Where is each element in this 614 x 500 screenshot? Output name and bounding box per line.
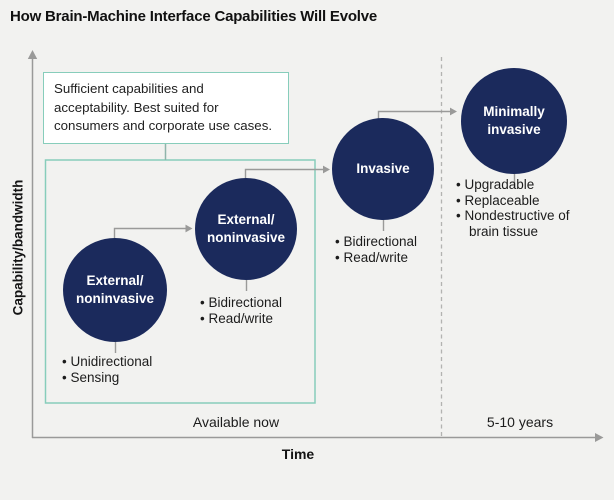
bullet-item: Upgradable: [456, 177, 582, 193]
bullet-item: Bidirectional: [200, 295, 287, 311]
stage3-bullet-list: Bidirectional Read/write: [335, 234, 422, 265]
arrow-stage3-stage4-head-icon: [450, 107, 457, 116]
callout-box: Sufficient capabilities and acceptabilit…: [43, 72, 289, 144]
timeline-note-available-now: Available now: [192, 414, 280, 430]
bullet-item: Read/write: [200, 311, 287, 327]
stage-circle-external-noninvasive-2: External/ noninvasive: [195, 178, 297, 280]
stage2-bullet-list: Bidirectional Read/write: [200, 295, 287, 326]
bullet-item: Sensing: [62, 370, 157, 386]
page-title: How Brain-Machine Interface Capabilities…: [10, 8, 378, 25]
stage-circle-label: External/ noninvasive: [75, 273, 155, 306]
stage-circle-label: External/ noninvasive: [206, 212, 286, 245]
stage-circle-label: Invasive: [356, 161, 410, 177]
stage-circle-external-noninvasive-1: External/ noninvasive: [63, 238, 167, 342]
arrow-stage1-stage2: [113, 227, 186, 240]
bullet-item: Unidirectional: [62, 354, 157, 370]
bullet-item: Nondestructive of brain tissue: [456, 208, 582, 239]
x-axis-label: Time: [281, 446, 315, 462]
y-axis-arrow-icon: [27, 50, 38, 59]
stage-circle-invasive: Invasive: [332, 118, 434, 220]
bullet-item: Bidirectional: [335, 234, 422, 250]
arrow-stage3-stage4: [377, 110, 451, 120]
arrow-stage2-stage3: [244, 168, 324, 180]
stage1-bullet-list: Unidirectional Sensing: [62, 354, 157, 385]
y-axis-label: Capability/bandwidth: [10, 179, 26, 316]
stage-circle-minimally-invasive: Minimally invasive: [461, 68, 567, 174]
arrow-stage1-stage2-head-icon: [185, 224, 193, 233]
arrow-stage2-stage3-head-icon: [323, 165, 330, 174]
stage4-bullet-list: Upgradable Replaceable Nondestructive of…: [456, 177, 582, 239]
stage-circle-label: Minimally invasive: [483, 104, 545, 137]
callout-text: Sufficient capabilities and acceptabilit…: [54, 81, 273, 134]
x-axis-arrow-icon: [595, 433, 604, 442]
available-now-region-outline: [44, 159, 316, 404]
timeline-note-5-10-years: 5-10 years: [486, 414, 554, 430]
bullet-item: Read/write: [335, 250, 422, 266]
bullet-item: Replaceable: [456, 193, 582, 209]
